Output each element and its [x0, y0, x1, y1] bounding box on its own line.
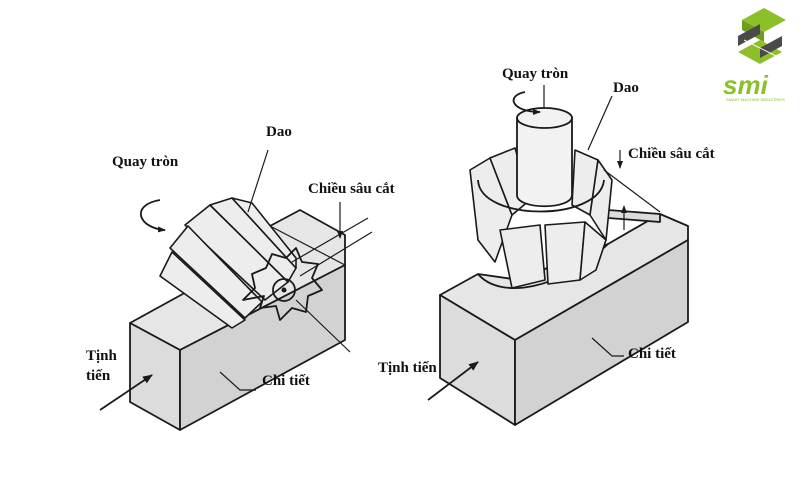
left-feed-arrow: [99, 374, 153, 411]
right-label-depth: Chiều sâu cắt: [628, 146, 715, 162]
left-figure: Dao Quay tròn Chiều sâu cắt Tịnh tiến Ch…: [86, 124, 395, 431]
left-rotation-arrow: [140, 199, 166, 233]
right-label-feed: Tịnh tiến: [378, 360, 437, 376]
left-cutter: [159, 197, 323, 329]
right-label-cutter: Dao: [613, 80, 639, 96]
left-label-rotation: Quay tròn: [112, 154, 179, 170]
left-label-feed-line2: tiến: [86, 368, 111, 384]
right-depth-line: [603, 169, 661, 213]
right-workpiece-leader: [591, 337, 624, 357]
left-workpiece-leader: [219, 371, 256, 391]
right-label-workpiece: Chi tiết: [628, 346, 676, 362]
left-depth-line-top: [291, 217, 369, 263]
left-label-workpiece: Chi tiết: [262, 373, 310, 389]
left-depth-line-bottom: [299, 231, 373, 277]
left-label-feed-line1: Tịnh: [86, 348, 118, 364]
left-cutter-leader: [247, 149, 269, 213]
smi-logo-mark: [738, 8, 786, 64]
smi-logo: smi SMART MACHINE INDUSTRIES: [723, 8, 786, 102]
left-label-depth: Chiều sâu cắt: [308, 181, 395, 197]
right-cutter-leader: [587, 95, 613, 151]
smi-logo-tagline: SMART MACHINE INDUSTRIES: [726, 97, 785, 102]
right-cutter: [469, 107, 613, 289]
left-axis-line: [295, 299, 351, 353]
right-rotation-arrow: [512, 91, 541, 115]
right-label-rotation: Quay tròn: [502, 66, 569, 82]
smi-logo-text: smi: [723, 70, 769, 100]
right-figure: Quay tròn Dao Chiều sâu cắt Tịnh tiến Ch…: [378, 66, 715, 426]
left-label-cutter: Dao: [266, 124, 292, 140]
right-feed-arrow: [427, 361, 479, 401]
